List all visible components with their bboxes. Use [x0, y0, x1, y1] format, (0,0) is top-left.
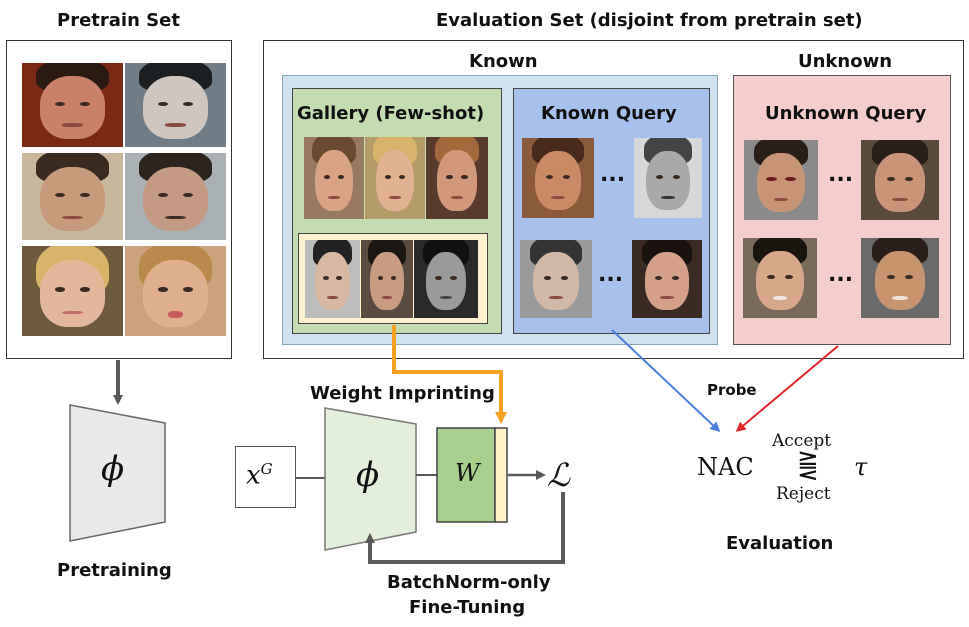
- gallery-face-3: [426, 137, 488, 219]
- loss-symbol: ℒ: [547, 456, 571, 494]
- pretrain-face-grid: [22, 63, 226, 336]
- pretrain-face-6: [125, 246, 226, 336]
- known-query-ellipsis-1: ...: [600, 162, 626, 187]
- unknown-probe-arrow: [735, 345, 839, 432]
- finetune-encoder-phi: ϕ: [356, 455, 380, 495]
- known-query-face-1: [522, 138, 594, 218]
- accept-label: Accept: [772, 431, 832, 451]
- known-query-face-3: [520, 240, 592, 318]
- pretrain-face-2: [125, 63, 226, 147]
- known-query-face-4: [632, 240, 702, 318]
- input-symbol: xG: [246, 460, 273, 491]
- gallery-face-5: [361, 240, 413, 318]
- known-label: Known: [469, 51, 538, 72]
- unknown-label: Unknown: [798, 51, 893, 72]
- gallery-face-2: [365, 137, 425, 219]
- finetune-feedback-arrow: [365, 492, 565, 564]
- input-base: x: [246, 460, 261, 491]
- finetune-encoder-shape: [324, 407, 417, 551]
- input-superscript: G: [260, 460, 273, 478]
- finetune-label-line2: Fine-Tuning: [409, 597, 526, 618]
- gallery-face-1: [304, 137, 364, 219]
- unknown-query-ellipsis-2: ...: [828, 262, 854, 287]
- known-probe-arrow: [611, 329, 721, 433]
- imprinted-slot-shape: [494, 427, 508, 523]
- weight-imprinting-label: Weight Imprinting: [310, 383, 495, 404]
- unknown-query-ellipsis-1: ...: [828, 162, 854, 187]
- pretrain-face-5: [22, 246, 123, 336]
- known-query-label: Known Query: [541, 103, 677, 124]
- evaluation-set-box: [263, 40, 964, 359]
- evaluation-label: Evaluation: [726, 533, 834, 554]
- unknown-query-face-3: [743, 238, 817, 318]
- unknown-query-face-4: [861, 238, 939, 318]
- gallery-face-4: [305, 240, 360, 318]
- pretrain-encoder-phi: ϕ: [101, 449, 125, 489]
- pretrain-face-4: [125, 153, 226, 240]
- compare-symbol: ⪌: [797, 449, 819, 479]
- unknown-query-face-2: [861, 140, 939, 220]
- unknown-query-face-1: [744, 140, 818, 220]
- evaluation-set-title: Evaluation Set (disjoint from pretrain s…: [436, 10, 863, 31]
- reject-label: Reject: [776, 484, 831, 504]
- known-query-face-2: [634, 138, 702, 218]
- weight-symbol: W: [455, 459, 480, 487]
- nac-symbol: NAC: [697, 453, 754, 481]
- probe-label: Probe: [707, 381, 757, 399]
- tau-symbol: τ: [854, 453, 868, 481]
- pretrain-face-3: [22, 153, 123, 240]
- finetune-label-line1: BatchNorm-only: [387, 572, 551, 593]
- pretrain-face-1: [22, 63, 123, 147]
- imprinting-arrow: [392, 325, 507, 424]
- gallery-face-6: [414, 240, 478, 318]
- input-box: [235, 446, 296, 508]
- gallery-label: Gallery (Few-shot): [297, 103, 485, 124]
- pretrain-set-box: [6, 40, 232, 359]
- pretrain-set-title: Pretrain Set: [57, 10, 180, 31]
- pretraining-label: Pretraining: [57, 560, 172, 581]
- known-query-ellipsis-2: ...: [598, 262, 624, 287]
- unknown-query-label: Unknown Query: [765, 103, 927, 124]
- pretrain-encoder-shape: [69, 404, 166, 542]
